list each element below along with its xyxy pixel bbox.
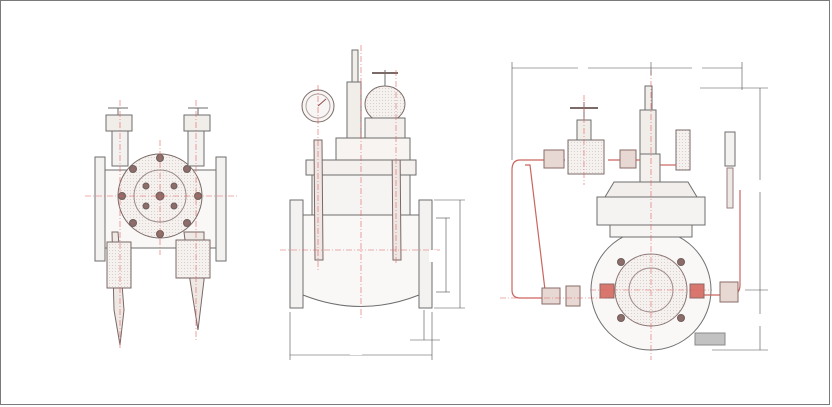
right-flange <box>215 156 227 262</box>
left-flange <box>94 156 106 262</box>
front-valve-body <box>302 214 420 307</box>
top-centerlines <box>500 70 712 360</box>
pilot-valve-body <box>567 139 605 175</box>
end-flange-bolt-holes <box>617 258 685 322</box>
bolt-holes <box>118 154 202 238</box>
front-dimension-lines <box>289 199 465 360</box>
pipe-fittings <box>541 149 739 307</box>
part-label-box <box>694 332 726 346</box>
side-centerlines <box>85 100 238 350</box>
front-view <box>280 45 465 360</box>
side-view <box>85 100 238 350</box>
top-view <box>500 62 768 360</box>
front-centerlines <box>280 45 440 320</box>
front-left-flange <box>289 199 304 309</box>
top-dimension-lines <box>511 62 768 351</box>
